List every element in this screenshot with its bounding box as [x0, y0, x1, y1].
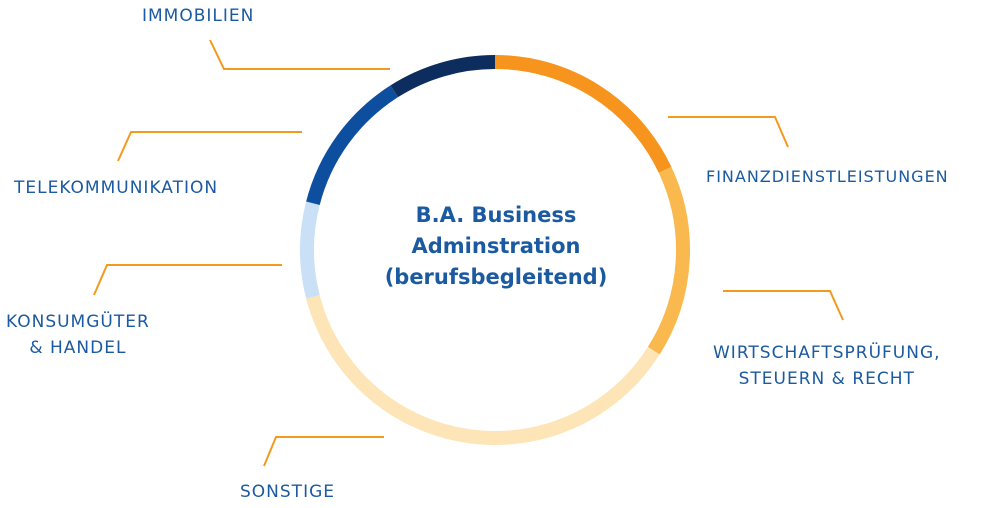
ring-segment-2 [306, 295, 660, 445]
label-finanzdienstleistungen: FINANZDIENSTLEISTUNGEN [706, 167, 949, 186]
label-konsumgueter-line2: & HANDEL [29, 338, 127, 358]
center-title-line3: (berufsbegleitend) [384, 265, 608, 289]
leader-line-wirtschaft [723, 290, 844, 321]
label-telekommunikation: TELEKOMMUNIKATION [14, 178, 219, 198]
leader-line-telekommunikation [117, 131, 302, 162]
label-wirtschaftspruefung-line1: WIRTSCHAFTSPRÜFUNG, [713, 343, 941, 363]
ring-segment-1 [647, 166, 690, 355]
center-title: B.A. Business Adminstration (berufsbegle… [346, 200, 646, 293]
label-immobilien: IMMOBILIEN [142, 6, 255, 26]
label-konsumgueter: KONSUMGÜTER & HANDEL [6, 309, 150, 361]
center-title-line1: B.A. Business [415, 203, 577, 227]
ring-chart [300, 55, 690, 445]
label-konsumgueter-line1: KONSUMGÜTER [6, 312, 150, 332]
leader-line-immobilien [209, 39, 390, 70]
leader-line-sonstige [263, 436, 384, 467]
label-sonstige: SONSTIGE [240, 482, 335, 502]
ring-segment-4 [306, 85, 399, 206]
center-title-line2: Adminstration [411, 234, 581, 258]
ring-segment-0 [494, 55, 672, 173]
leader-line-finanz [668, 116, 789, 148]
ring-segment-3 [300, 201, 320, 299]
label-wirtschaftspruefung-line2: STEUERN & RECHT [738, 369, 915, 389]
label-wirtschaftspruefung: WIRTSCHAFTSPRÜFUNG, STEUERN & RECHT [713, 340, 941, 392]
leader-line-konsumgueter [93, 264, 282, 296]
ring-segment-5 [390, 55, 496, 98]
